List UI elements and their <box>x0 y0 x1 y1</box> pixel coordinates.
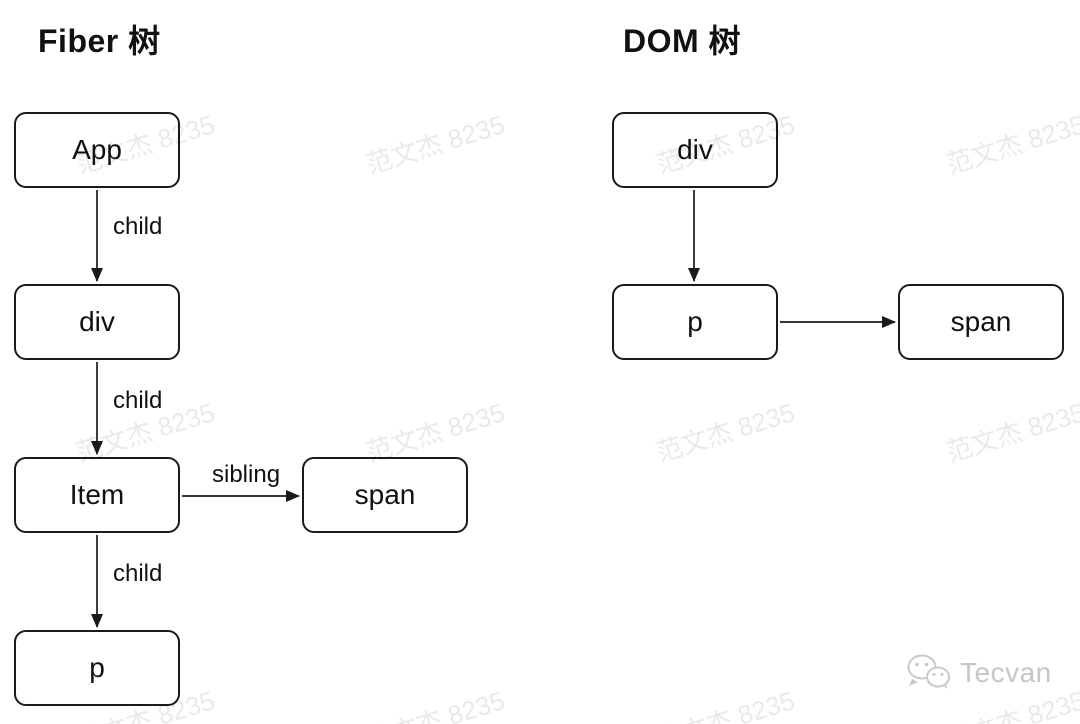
edge-label-child-item-p: child <box>113 560 163 587</box>
edge-label-sibling-item-span: sibling <box>212 461 281 488</box>
fiber-tree-title: Fiber 树 <box>38 23 161 59</box>
fiber-node-app: App <box>14 112 180 188</box>
brand-footer: Tecvan <box>906 652 1052 694</box>
fiber-node-app-label: App <box>72 134 122 165</box>
edge-label-child-div-item: child <box>113 387 163 414</box>
brand-name: Tecvan <box>960 657 1052 688</box>
fiber-node-div-label: div <box>79 306 115 337</box>
edge-label-child-app-div: child <box>113 213 163 240</box>
dom-node-div-label: div <box>677 134 713 165</box>
fiber-node-span: span <box>302 457 468 533</box>
dom-node-span: span <box>898 284 1064 360</box>
dom-node-span-label: span <box>950 306 1012 337</box>
wechat-icon <box>907 654 950 689</box>
fiber-node-span-label: span <box>354 479 416 510</box>
fiber-node-div: div <box>14 284 180 360</box>
dom-node-p: p <box>612 284 778 360</box>
dom-node-p-label: p <box>687 306 703 337</box>
fiber-node-item: Item <box>14 457 180 533</box>
dom-tree-title: DOM 树 <box>623 23 742 59</box>
dom-node-div: div <box>612 112 778 188</box>
fiber-node-p: p <box>14 630 180 706</box>
fiber-node-p-label: p <box>89 652 105 683</box>
fiber-node-item-label: Item <box>69 479 125 510</box>
